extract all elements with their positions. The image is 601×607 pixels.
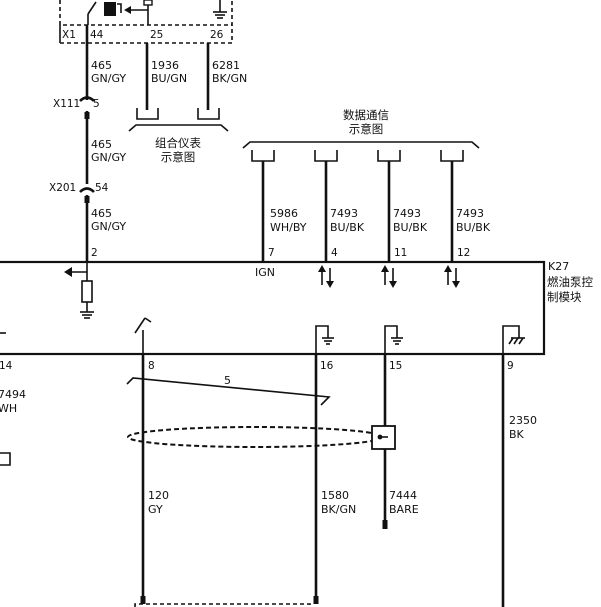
connector-x1-pin-25: 25 <box>150 29 163 41</box>
cluster-reference-bracket <box>128 124 229 132</box>
module-k27-name-line2: 制模块 <box>547 290 582 304</box>
wire-5986-color: WH/BY <box>270 221 307 234</box>
module-ground-icon-15 <box>384 325 403 354</box>
module-k27-pin-14: 14 <box>0 360 13 372</box>
module-input-arrow <box>64 262 88 281</box>
module-ground-icon-16 <box>315 325 334 354</box>
wire-465-top-color: GN/GY <box>91 72 126 85</box>
serial-data-arrow-icon <box>318 265 334 288</box>
data-comm-ref-line2: 示意图 <box>349 122 384 136</box>
connector-x1-pin-26: 26 <box>210 29 224 41</box>
serial-data-arrow-icon <box>444 265 460 288</box>
wire-465-mid-color: GN/GY <box>91 151 126 164</box>
module-chassis-ground-icon-9 <box>502 325 525 354</box>
wire-7493-a-circuit: 7493 <box>330 207 358 220</box>
fuel-pump-icon <box>104 2 122 16</box>
module-k27-pin-7: 7 <box>268 247 275 259</box>
wire-7494-circuit: 7494 <box>0 388 26 401</box>
wire-1936-color: BU/GN <box>151 72 187 85</box>
connector-x111-pin: 5 <box>93 98 100 110</box>
instrument-cluster-box <box>59 0 233 44</box>
module-k27-pin-2: 2 <box>91 247 98 259</box>
twisted-pair-label: 5 <box>224 374 231 387</box>
twisted-pair-indicator <box>126 377 331 406</box>
wire-1936-circuit: 1936 <box>151 59 179 72</box>
module-k27-name-line1: 燃油泵控 <box>547 275 593 289</box>
wire-465-mid-circuit: 465 <box>91 138 112 151</box>
module-k27-box <box>0 260 546 356</box>
module-k27-pin-8: 8 <box>148 360 155 372</box>
wire-120-end-terminal <box>140 596 146 604</box>
terminal-7493-b <box>377 150 401 162</box>
wire-7493-a-color: BU/BK <box>330 221 365 234</box>
module-k27-pin-16: 16 <box>320 360 334 372</box>
wire-2350-color: BK <box>509 428 525 441</box>
terminal-7493-c <box>440 150 464 162</box>
connector-x201-terminal <box>84 196 90 203</box>
partial-terminal-7494 <box>0 452 11 466</box>
module-k27-id: K27 <box>548 260 569 273</box>
wire-7493-c-color: BU/BK <box>456 221 491 234</box>
wire-120-circuit: 120 <box>148 489 169 502</box>
serial-data-arrow-icon <box>381 265 397 288</box>
module-k27-pin-4: 4 <box>331 247 338 259</box>
connector-x111-label: X111 <box>53 98 80 110</box>
pull-up-resistor <box>81 280 93 303</box>
wire-465-trunk <box>79 25 95 261</box>
lower-connector-box <box>134 603 311 607</box>
terminal-5986 <box>251 150 275 162</box>
cluster-internal-switch <box>87 1 97 25</box>
connector-x201-pin: 54 <box>95 182 109 194</box>
terminal-7493-a <box>314 150 338 162</box>
instrument-cluster-ref-line2: 示意图 <box>161 150 196 164</box>
wire-7444-color: BARE <box>389 503 419 516</box>
wire-1580-color: BK/GN <box>321 503 356 516</box>
module-k27-pin-11: 11 <box>394 247 407 259</box>
connector-x1-pin-44: 44 <box>90 29 104 41</box>
wire-120-color: GY <box>148 503 163 516</box>
wire-1580-circuit: 1580 <box>321 489 349 502</box>
module-k27-pin-9: 9 <box>507 360 514 372</box>
wire-7444-end-terminal <box>382 520 388 529</box>
module-internal-switch <box>134 317 152 354</box>
wire-2350-circuit: 2350 <box>509 414 537 427</box>
cable-shield-icon <box>127 426 383 448</box>
wire-5986-circuit: 5986 <box>270 207 298 220</box>
instrument-cluster-ref-line1: 组合仪表 <box>155 136 201 150</box>
wire-6281-circuit: 6281 <box>212 59 240 72</box>
cluster-ground-icon <box>213 0 227 19</box>
module-k27-pin-15: 15 <box>389 360 402 372</box>
module-k27-ign-label: IGN <box>255 266 275 279</box>
wire-7493-b-color: BU/BK <box>393 221 428 234</box>
wire-7493-c-circuit: 7493 <box>456 207 484 220</box>
cluster-signal-arrow <box>124 0 153 25</box>
data-comm-ref-line1: 数据通信 <box>343 108 389 122</box>
connector-x111-terminal <box>84 112 90 119</box>
wire-465-bot-color: GN/GY <box>91 220 126 233</box>
wire-1580-end-terminal <box>313 596 319 604</box>
wire-6281-color: BK/GN <box>212 72 247 85</box>
wire-7444-circuit: 7444 <box>389 489 417 502</box>
wire-465-top-circuit: 465 <box>91 59 112 72</box>
connector-x1-label: X1 <box>62 29 76 41</box>
connector-x201-label: X201 <box>49 182 76 194</box>
wire-7493-b-circuit: 7493 <box>393 207 421 220</box>
module-internal-ground-icon <box>80 302 94 319</box>
wire-7494-color: WH <box>0 402 17 415</box>
terminal-6281 <box>197 108 220 120</box>
terminal-1936 <box>136 108 159 120</box>
data-comm-bracket <box>242 141 480 149</box>
wire-465-bot-circuit: 465 <box>91 207 112 220</box>
shield-drain-connector <box>371 425 396 450</box>
module-k27-pin-12: 12 <box>457 247 470 259</box>
